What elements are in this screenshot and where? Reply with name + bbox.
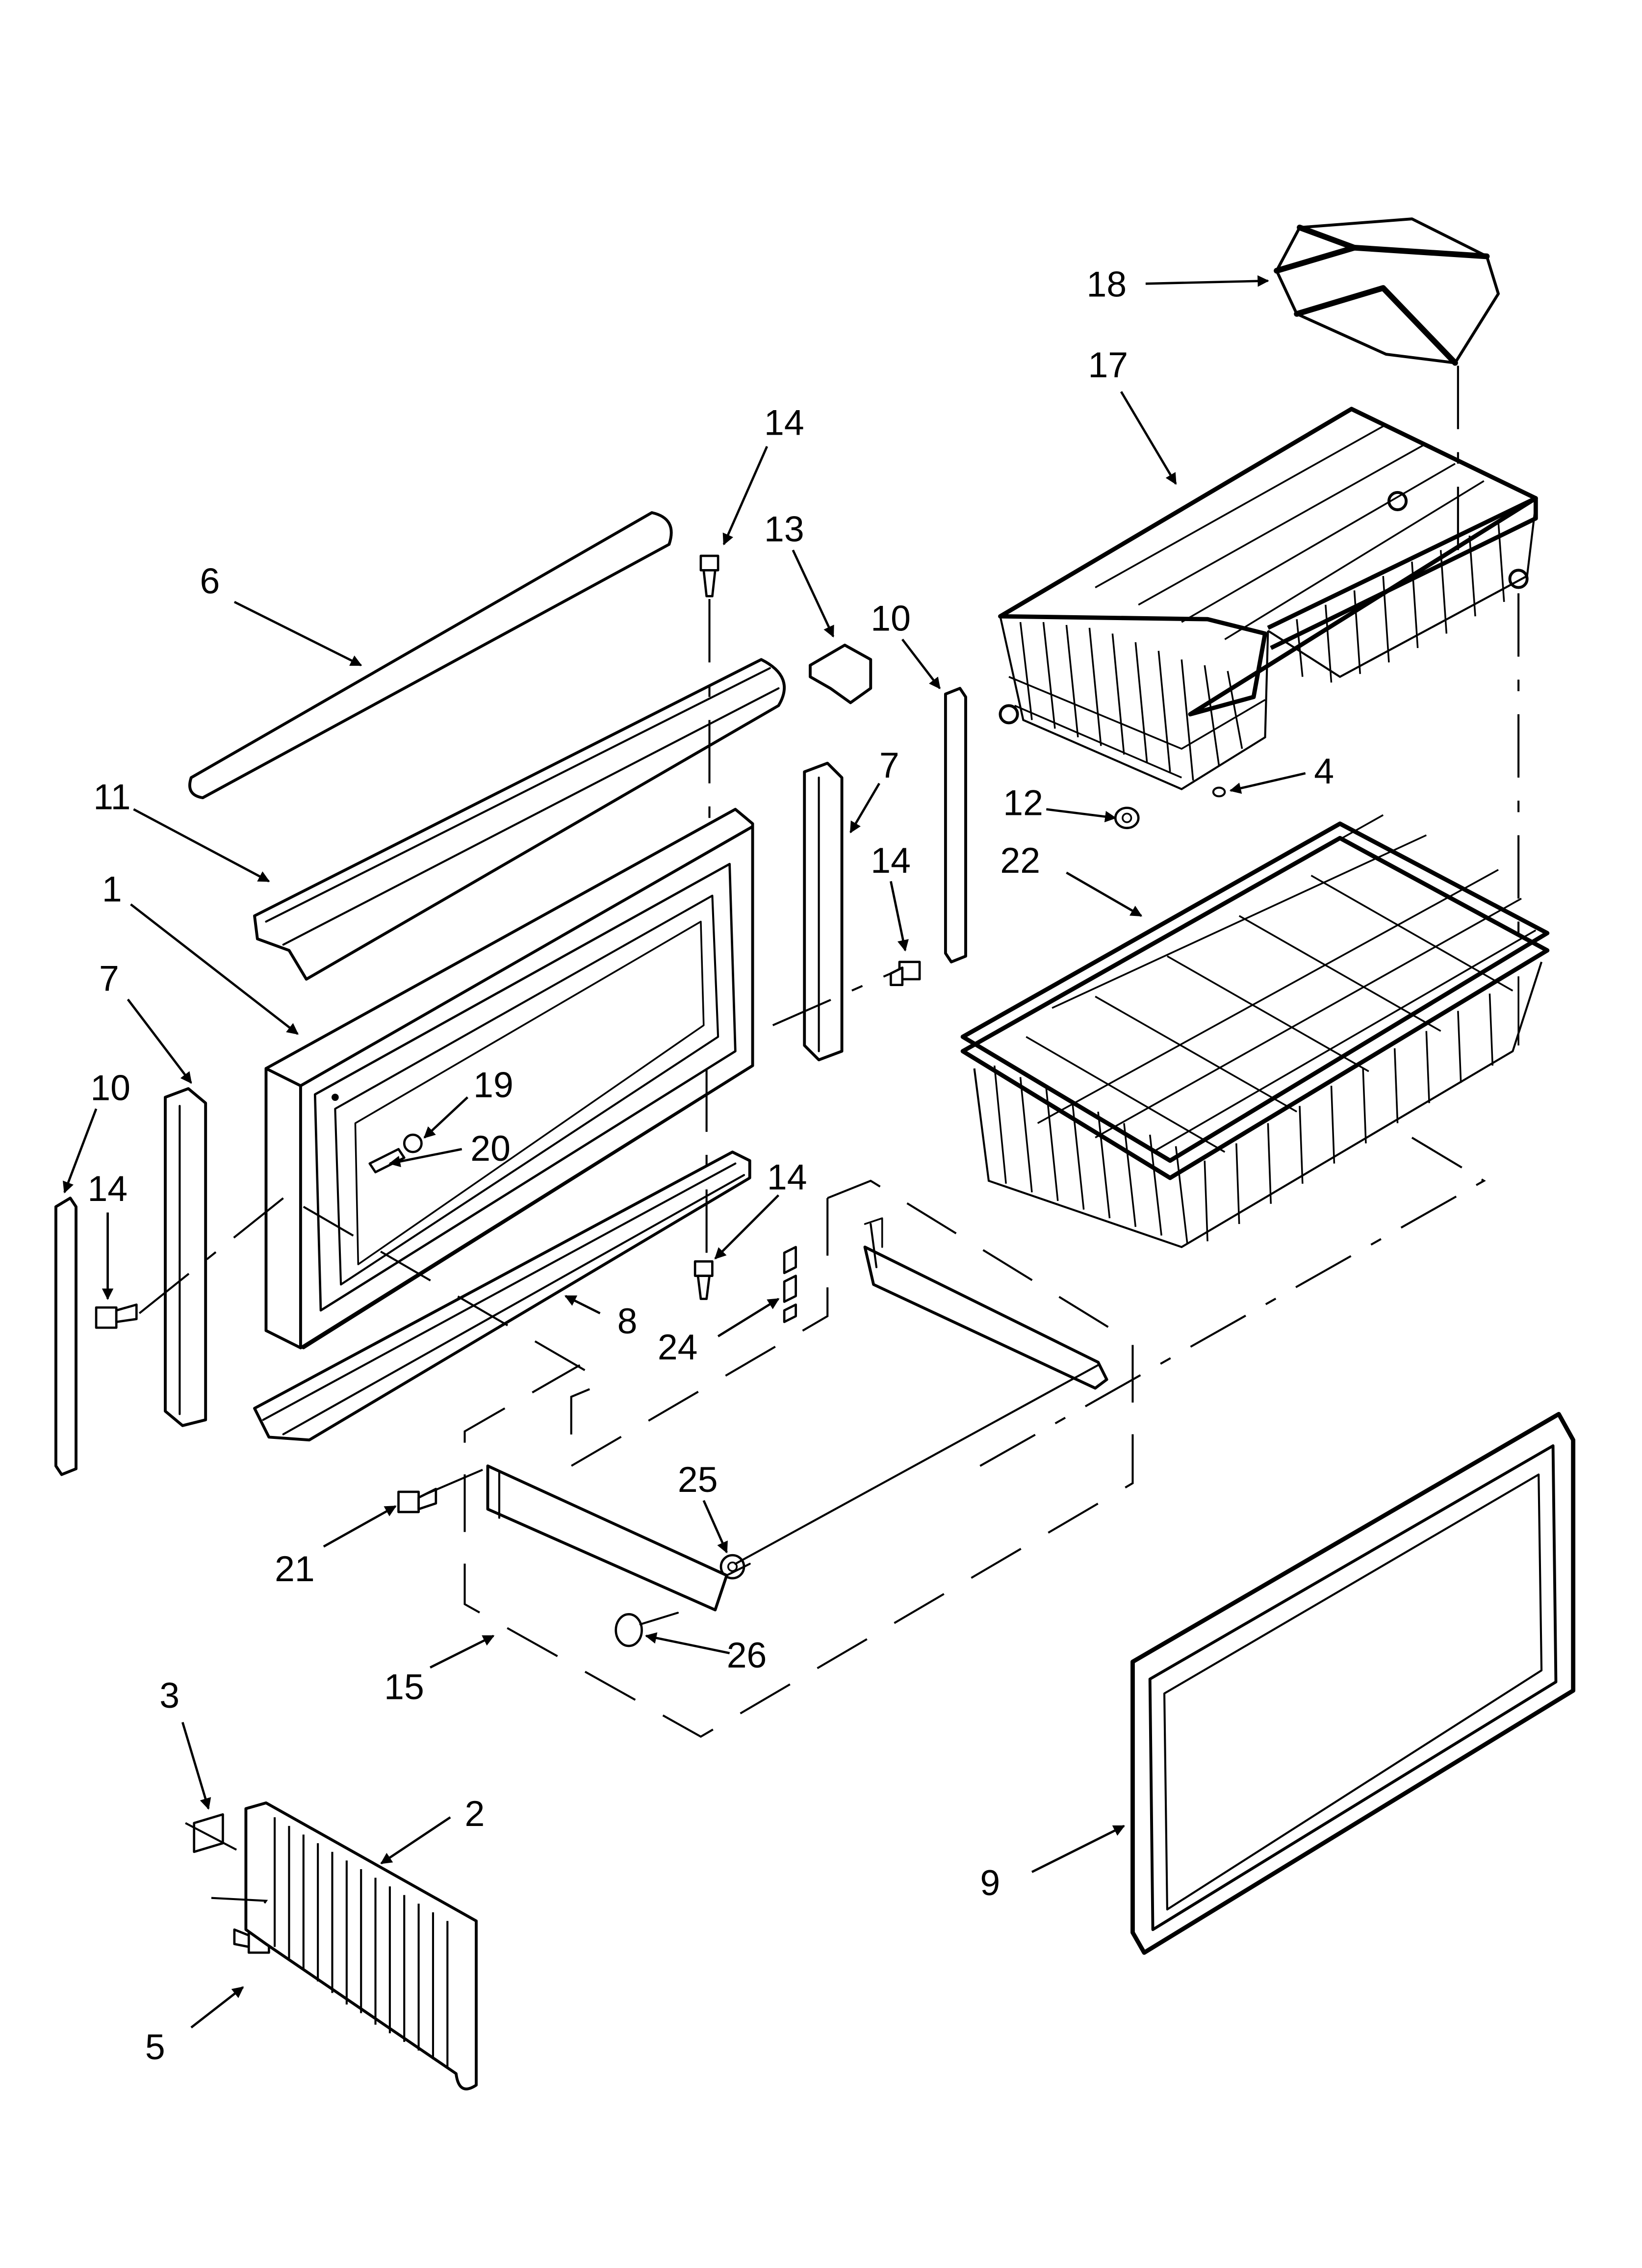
callout-4: 4: [1314, 751, 1334, 791]
callout-12: 12: [1003, 782, 1043, 823]
callout-7-left: 7: [99, 958, 119, 998]
callout-11: 11: [93, 777, 130, 817]
callout-22: 22: [1000, 840, 1040, 881]
callout-5: 5: [145, 2027, 165, 2067]
part-24-spacer: [783, 1246, 797, 1323]
part-20-pin: [368, 1147, 406, 1173]
callout-1: 1: [102, 869, 122, 909]
part-2-divider: [244, 1801, 478, 2090]
callout-2: 2: [465, 1794, 485, 1834]
part-26-glide: [615, 1612, 679, 1647]
callout-9: 9: [980, 1863, 1000, 1903]
callout-labels: 18 17 14 13 10 6 7 14 11 1 12 4 22 7 10 …: [87, 264, 1334, 2067]
part-13-clip: [809, 644, 872, 704]
callout-3: 3: [159, 1675, 180, 1716]
part-3-clip: [193, 1813, 224, 1853]
part-7-left-bracket: [164, 1087, 207, 1427]
callout-6: 6: [200, 561, 220, 601]
callout-14-bottom: 14: [767, 1157, 807, 1198]
part-8-bottom-channel: [253, 1150, 751, 1442]
callout-19: 19: [473, 1065, 513, 1105]
callout-8: 8: [617, 1301, 638, 1341]
part-11-trim-channel: [253, 658, 786, 981]
assembly-lines: [138, 365, 1520, 1930]
part-4-ring: [1212, 786, 1226, 798]
callout-13: 13: [764, 509, 804, 549]
part-15-slide-assembly: [486, 1217, 1108, 1612]
callout-18: 18: [1087, 264, 1127, 305]
callout-24: 24: [658, 1327, 698, 1367]
part-6-top-cover: [188, 511, 673, 800]
part-14-screw-right: [890, 961, 921, 987]
part-10-left-strip: [54, 1197, 77, 1476]
part-9-gasket: [1130, 1412, 1576, 1955]
callout-14-right: 14: [871, 840, 911, 881]
leader-lines: [63, 275, 1306, 2029]
callout-20: 20: [470, 1128, 511, 1169]
part-19-nut: [403, 1133, 423, 1153]
part-12-washer: [1114, 807, 1140, 830]
callout-25: 25: [678, 1460, 718, 1500]
part-10-right-strip: [944, 687, 967, 964]
part-17-upper-basket: [998, 407, 1538, 790]
part-14-screw-top: [699, 554, 719, 598]
callout-14-top: 14: [764, 402, 804, 443]
part-14-screw-bottom: [693, 1260, 714, 1300]
part-1-drawer-front: [264, 808, 754, 1350]
callout-14-left: 14: [87, 1169, 128, 1209]
callout-7-right: 7: [879, 745, 899, 785]
part-7-right-bracket: [803, 761, 844, 1062]
callout-17: 17: [1088, 345, 1128, 385]
part-22-lower-basket: [960, 814, 1550, 1249]
part-14-screw-left: [95, 1303, 138, 1329]
callout-10-right: 10: [871, 599, 911, 639]
part-21-screw: [397, 1487, 437, 1513]
callout-26: 26: [727, 1635, 767, 1675]
callout-15: 15: [384, 1667, 424, 1707]
part-18-bin: [1274, 217, 1500, 366]
callout-21: 21: [275, 1549, 315, 1589]
callout-10-left: 10: [90, 1068, 130, 1108]
